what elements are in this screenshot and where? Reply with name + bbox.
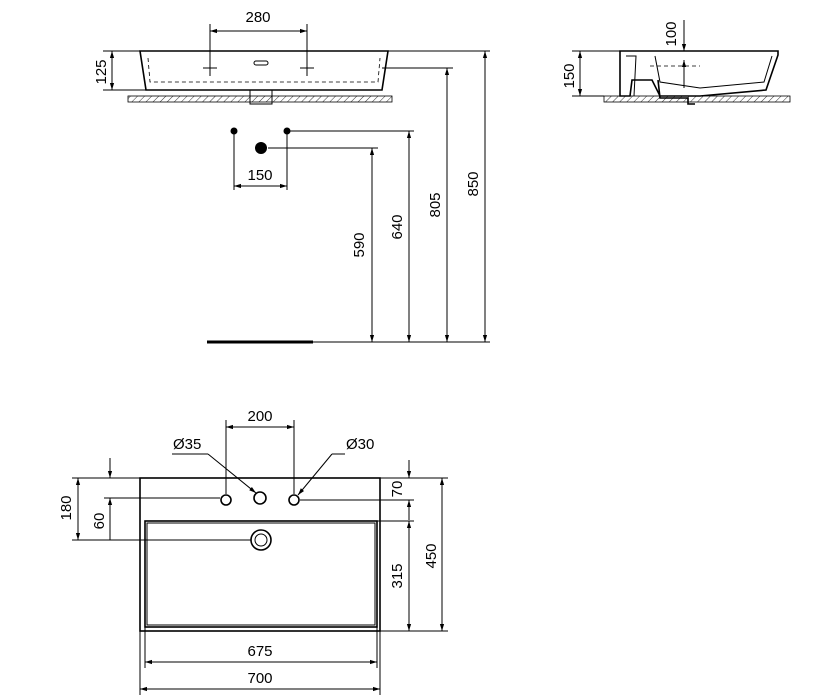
- dim-180-label: 180: [58, 495, 75, 520]
- top-view: 200 Ø35 Ø30 180 60 450 70 315 675: [58, 408, 448, 695]
- dia35-label: Ø35: [173, 436, 201, 453]
- front-basin-outline: [139, 50, 389, 91]
- waste-point: [255, 142, 267, 154]
- drain-outer: [250, 529, 272, 551]
- dim-700-label: 700: [247, 670, 272, 687]
- tap-hole-center: [253, 491, 267, 505]
- dia30-leader: [297, 453, 333, 496]
- tap-hole-right: [288, 494, 300, 506]
- dia35-leader: [207, 453, 257, 494]
- dim-200-label: 200: [247, 408, 272, 425]
- side-tap-section: [626, 55, 637, 97]
- dim-70-label: 70: [389, 481, 406, 498]
- front-basin-inner-dashed: [147, 57, 381, 83]
- dim-side150-label: 150: [561, 63, 578, 88]
- front-view: 280 125 150 590 640 805 850: [93, 9, 490, 344]
- dim-100-label: 100: [663, 21, 680, 46]
- side-view: 100 150: [561, 20, 791, 105]
- front-overflow-slot: [253, 60, 269, 66]
- dim-315-label: 315: [389, 563, 406, 588]
- dim-850-label: 850: [465, 171, 482, 196]
- front-counter-hatch: [127, 95, 393, 103]
- dim-805-label: 805: [427, 192, 444, 217]
- dim-280-label: 280: [245, 9, 270, 26]
- dim-125-label: 125: [93, 59, 110, 84]
- dim-675-label: 675: [247, 643, 272, 660]
- dim-150-label: 150: [247, 167, 272, 184]
- side-counter-hatch: [603, 95, 791, 103]
- dim-450-label: 450: [423, 543, 440, 568]
- side-basin-outline: [619, 50, 779, 97]
- dia30-label: Ø30: [346, 436, 374, 453]
- dim-640-label: 640: [389, 214, 406, 239]
- side-drain-pipe: [657, 79, 695, 105]
- front-drain-body: [249, 89, 273, 105]
- side-bowl-inner: [654, 55, 773, 89]
- top-basin-outer: [139, 477, 381, 632]
- drain-inner: [254, 533, 268, 547]
- top-basin-bowl-inner: [146, 522, 376, 626]
- dim-590-label: 590: [351, 232, 368, 257]
- tap-hole-left: [220, 494, 232, 506]
- dim-60-label: 60: [91, 513, 108, 530]
- top-basin-bowl: [144, 520, 378, 628]
